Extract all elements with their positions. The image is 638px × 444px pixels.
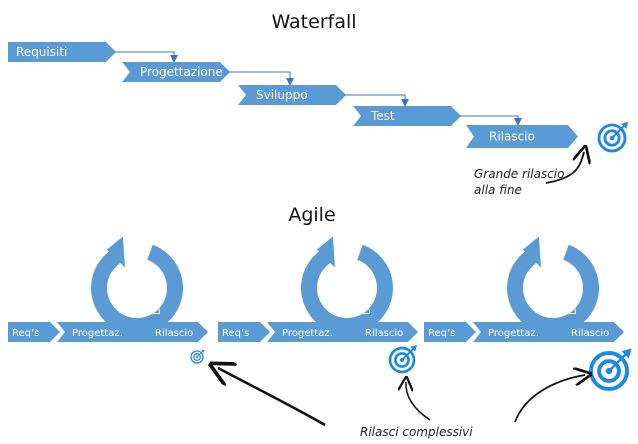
agile-label-design: Progettaz. xyxy=(488,328,539,339)
waterfall-step-label: Test xyxy=(370,109,395,123)
agile-label-req: Req’s xyxy=(12,328,39,339)
waterfall-step-label: Rilascio xyxy=(489,130,535,144)
agile-label-design: Progettaz. xyxy=(72,328,123,339)
waterfall-step-label: Progettazione xyxy=(140,65,223,79)
curved-arrow-icon xyxy=(406,382,431,421)
agile-note: Rilasci complessivi xyxy=(360,425,473,439)
target-icon xyxy=(589,348,632,391)
agile-title: Agile xyxy=(288,204,335,226)
agile-label-develop: Develop xyxy=(568,274,579,315)
agile-step-req xyxy=(218,322,270,342)
waterfall-step xyxy=(353,106,461,126)
waterfall-step xyxy=(122,62,230,82)
cycle-arrowhead xyxy=(316,236,335,268)
target-icon xyxy=(190,349,205,364)
agile-label-req: Req’s xyxy=(428,328,455,339)
connector-arrow xyxy=(228,71,294,86)
agile-label-develop: Develop xyxy=(152,274,163,315)
waterfall-note-line2: alla fine xyxy=(474,183,522,197)
agile-label-release: Rilascio xyxy=(365,328,403,339)
waterfall-step-label: Sviluppo xyxy=(256,88,308,102)
agile-label-req: Req’s xyxy=(222,328,249,339)
waterfall-note-line1: Grande rilascio xyxy=(474,167,565,181)
waterfall-step xyxy=(238,85,346,105)
connector-arrow xyxy=(114,51,178,63)
cycle-arrowhead xyxy=(106,236,125,268)
cycle-arrow xyxy=(507,244,599,334)
waterfall-step-label: Requisiti xyxy=(16,45,67,59)
agile-label-release: Rilascio xyxy=(571,328,609,339)
waterfall-step xyxy=(466,125,578,148)
target-icon xyxy=(597,121,629,153)
waterfall-steps: RequisitiProgettazioneSviluppoTestRilasc… xyxy=(8,42,629,153)
agile-step-design xyxy=(57,322,157,342)
target-icon xyxy=(388,345,417,374)
cycle-arrow xyxy=(301,244,393,334)
waterfall-title: Waterfall xyxy=(271,11,356,33)
agile-step-req xyxy=(424,322,476,342)
cycle-arrow xyxy=(91,244,184,334)
agile-label-test: Test xyxy=(277,280,288,301)
agile-label-release: Rilascio xyxy=(155,328,193,339)
agile-iteration: Req’s Progettaz. Rilascio Test Develop xyxy=(424,236,624,342)
agile-step-release xyxy=(140,322,208,342)
curved-arrow-icon xyxy=(514,375,585,423)
cycle-arrowhead xyxy=(522,236,541,268)
curved-arrow-icon xyxy=(545,152,584,184)
agile-step-release xyxy=(350,322,418,342)
agile-step-release xyxy=(556,322,624,342)
agile-iteration: Req’s Progettaz. Rilascio Test Develop xyxy=(218,236,418,342)
connector-arrow xyxy=(459,115,522,126)
connector-arrow xyxy=(344,94,409,107)
curved-arrow-icon xyxy=(218,368,326,427)
agile-iteration: Req’s Progettaz. Rilascio Test Develop xyxy=(8,236,208,342)
agile-label-test: Test xyxy=(483,280,494,301)
agile-label-design: Progettaz. xyxy=(282,328,333,339)
agile-label-test: Test xyxy=(67,280,78,301)
agile-step-design xyxy=(267,322,367,342)
agile-step-design xyxy=(473,322,573,342)
agile-step-req xyxy=(8,322,60,342)
waterfall-step xyxy=(8,42,116,62)
agile-label-develop: Develop xyxy=(362,274,373,315)
